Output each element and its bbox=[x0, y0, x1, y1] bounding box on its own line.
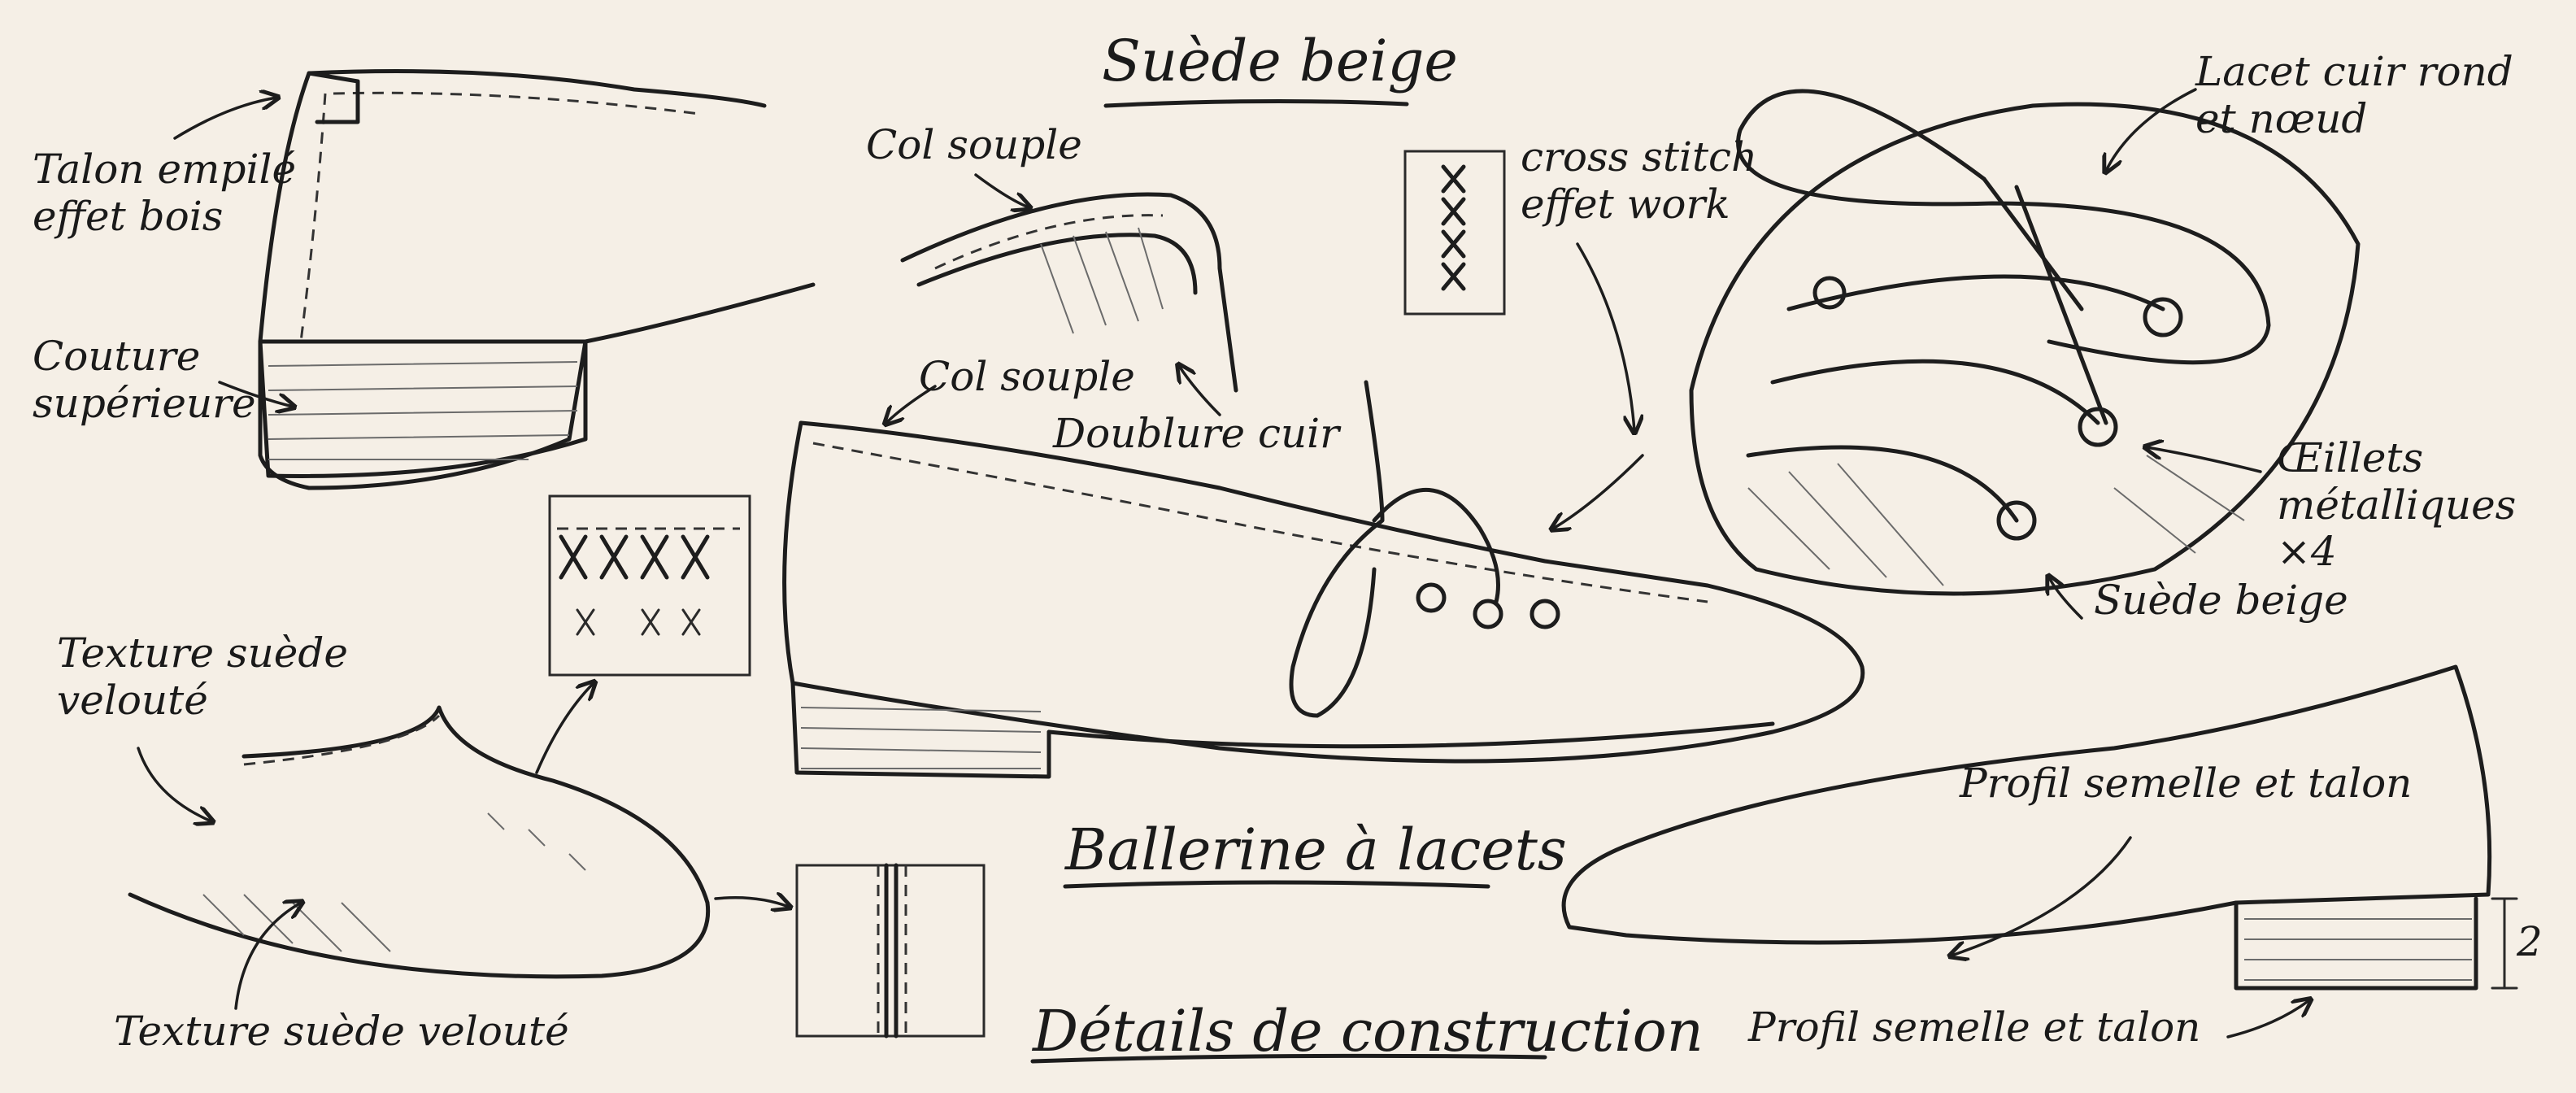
label-col-souple-top: Col souple bbox=[866, 121, 1082, 168]
label-cross-stitch: cross stitch effet work bbox=[1521, 133, 1758, 228]
title-suede-beige: Suède beige bbox=[1102, 28, 1458, 94]
collar-sketch bbox=[900, 192, 1238, 393]
title-details-construction: Détails de construction bbox=[1033, 998, 1704, 1065]
sole-profile-sketch bbox=[1561, 664, 2518, 991]
stitch-swatch-left bbox=[548, 494, 751, 677]
label-profil-upper: Profil semelle et talon bbox=[1960, 760, 2413, 807]
underline-details bbox=[1030, 1053, 1547, 1064]
underline-ballerine bbox=[1063, 880, 1490, 889]
label-talon-empile: Talon empilé effet bois bbox=[33, 146, 297, 240]
heel-back-sketch bbox=[258, 69, 816, 490]
label-texture-bottom: Texture suède velouté bbox=[114, 1008, 569, 1055]
seam-swatch bbox=[795, 863, 986, 1039]
label-col-souple-mid: Col souple bbox=[919, 353, 1135, 400]
leader-arrows bbox=[137, 88, 2309, 1039]
label-texture-top: Texture suède velouté bbox=[57, 629, 348, 724]
suede-toe-sketch bbox=[128, 705, 711, 979]
label-lacet-cuir: Lacet cuir rond et nœud bbox=[2195, 48, 2513, 142]
label-couture-superieure: Couture supérieure bbox=[33, 333, 256, 427]
title-ballerine: Ballerine à lacets bbox=[1065, 816, 1567, 883]
label-oeillets: Œillets métalliques ×4 bbox=[2277, 434, 2517, 575]
cross-stitch-swatch bbox=[1403, 150, 1506, 316]
ballerina-shoe-sketch bbox=[782, 380, 1865, 779]
label-heel-height: 2 bbox=[2517, 918, 2543, 965]
label-doublure-cuir: Doublure cuir bbox=[1053, 410, 1340, 457]
lace-detail-sketch bbox=[1689, 89, 2361, 596]
label-suede-beige-right: Suède beige bbox=[2094, 577, 2348, 624]
label-profil-lower: Profil semelle et talon bbox=[1748, 1004, 2201, 1051]
underline-suede bbox=[1103, 98, 1409, 108]
